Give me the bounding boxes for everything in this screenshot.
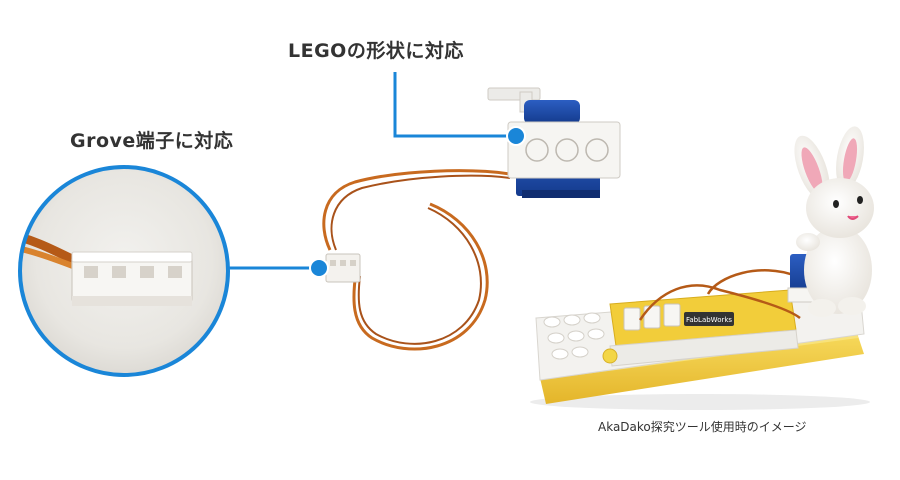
board-logo: FabLabWorks xyxy=(686,316,732,324)
grove-closeup xyxy=(18,165,230,377)
servo-cable xyxy=(322,169,511,351)
lego-leader-line xyxy=(393,72,514,138)
photo-caption: AkaDako探究ツール使用時のイメージ xyxy=(598,420,807,434)
bunny-plush xyxy=(794,126,874,317)
lego-leader-dot xyxy=(506,126,526,146)
grove-connector xyxy=(325,253,361,283)
grove-leader-dot xyxy=(309,258,329,278)
grove-callout-label: Grove端子に対応 xyxy=(70,130,234,152)
servo-motor xyxy=(487,87,621,198)
lego-callout-label: LEGOの形状に対応 xyxy=(288,40,464,62)
